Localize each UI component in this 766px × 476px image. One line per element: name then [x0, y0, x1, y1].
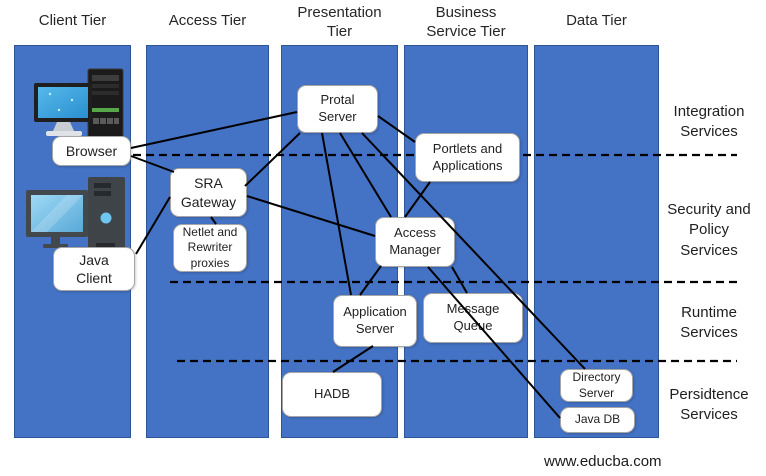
java-client-box: Java Client	[53, 247, 135, 291]
presentation-tier-label: Presentation Tier	[297, 4, 382, 40]
watermark-text: www.educba.com	[544, 453, 662, 470]
business-service-tier-label: Business Service Tier	[426, 4, 506, 40]
persistence-services-label: Persidtence Services	[669, 386, 749, 424]
integration-services-label: Integration Services	[673, 103, 745, 141]
portal-server-box: Protal Server	[297, 85, 378, 133]
netlet-proxies-box: Netlet and Rewriter proxies	[173, 224, 247, 272]
hadb-box: HADB	[282, 372, 382, 417]
access-manager-box: Access Manager	[375, 217, 455, 267]
client-tier-label: Client Tier	[38, 12, 107, 29]
access-tier-label: Access Tier	[168, 12, 247, 29]
sra-gateway-box: SRA Gateway	[170, 168, 247, 217]
application-server-box: Application Server	[333, 295, 417, 347]
directory-server-box: Directory Server	[560, 369, 633, 402]
data-tier-label: Data Tier	[566, 12, 627, 29]
message-queue-box: Message Queue	[423, 293, 523, 343]
runtime-services-label: Runtime Services	[680, 304, 738, 342]
java-client-computer-icon	[26, 177, 125, 253]
security-policy-services-label: Security and Policy Services	[667, 201, 751, 259]
browser-box: Browser	[52, 136, 131, 166]
portlets-applications-box: Portlets and Applications	[415, 133, 520, 182]
desktop-computer-icon	[34, 68, 124, 140]
java-db-box: Java DB	[560, 407, 635, 433]
